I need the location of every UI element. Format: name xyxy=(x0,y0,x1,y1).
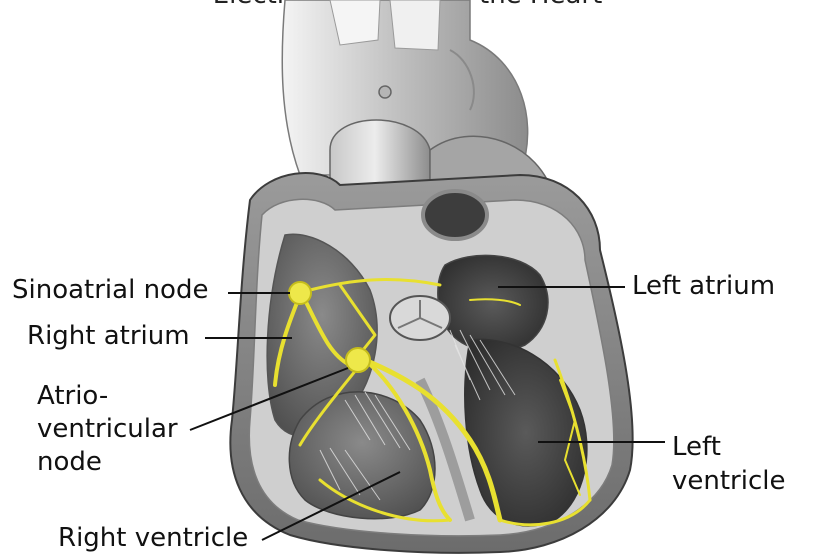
pulmonary-opening xyxy=(423,191,487,239)
label-left-atrium: Left atrium xyxy=(632,270,775,302)
label-lv-line1: Left xyxy=(672,430,785,464)
left-atrium-cavity xyxy=(438,255,548,351)
aortic-valve xyxy=(390,296,450,340)
label-left-ventricle: Left ventricle xyxy=(672,430,785,498)
label-right-atrium: Right atrium xyxy=(27,320,190,352)
label-av-line2: ventricular xyxy=(37,413,178,446)
atrioventricular-node xyxy=(346,348,370,372)
label-lv-line2: ventricle xyxy=(672,464,785,498)
label-sinoatrial-node: Sinoatrial node xyxy=(12,274,208,306)
label-av-line1: Atrio- xyxy=(37,380,178,413)
label-atrioventricular-node: Atrio- ventricular node xyxy=(37,380,178,479)
label-av-line3: node xyxy=(37,446,178,479)
label-right-ventricle: Right ventricle xyxy=(58,522,248,554)
sinoatrial-node xyxy=(289,282,311,304)
